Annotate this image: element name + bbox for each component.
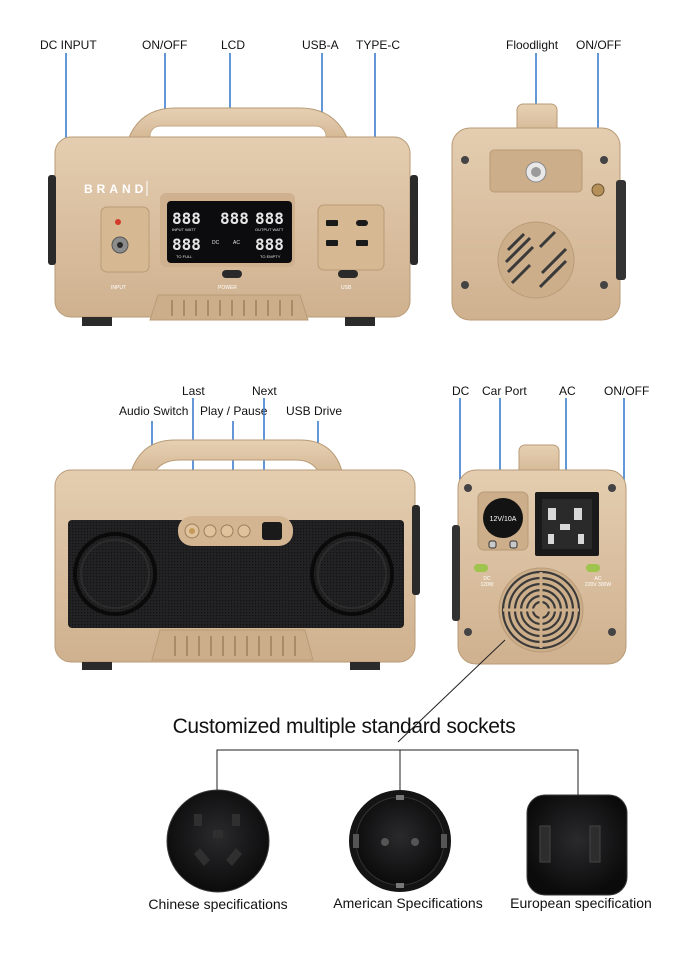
spec-label-european: European specification	[510, 895, 652, 911]
input-label: INPUT	[111, 285, 126, 291]
lcd-ac: AC	[233, 240, 240, 246]
side-view	[451, 103, 626, 321]
socket-european	[526, 794, 628, 896]
lcd-to-full: TO FULL	[176, 254, 193, 259]
callout-on-off-front: ON/OFF	[142, 38, 188, 52]
car-port-rating: 12V/10A	[490, 516, 517, 523]
lcd-empty-digits: 888	[255, 235, 284, 254]
socket-chinese	[166, 789, 270, 893]
lcd-input-watt: INPUT WATT	[172, 227, 196, 232]
ac-rating-1: AC	[595, 576, 602, 582]
spec-label-american: American Specifications	[333, 895, 483, 911]
connector-line	[397, 639, 506, 743]
usb-label: USB	[341, 285, 352, 291]
dc-rating-1: DC	[483, 576, 491, 582]
power-label: POWER	[218, 285, 237, 291]
front-view: BRAND	[48, 107, 418, 326]
callout-type-c: TYPE-C	[356, 38, 401, 52]
socket-bracket	[216, 749, 579, 800]
headline: Customized multiple standard sockets	[172, 715, 516, 738]
lcd-input-digits: 888	[172, 209, 201, 228]
callout-lcd: LCD	[221, 38, 246, 52]
callout-usb-drive: USB Drive	[286, 404, 343, 418]
lcd-output-watt: OUTPUT WATT	[255, 227, 284, 232]
lcd-full-digits: 888	[172, 235, 201, 254]
lcd-dc: DC	[212, 240, 220, 246]
spec-label-chinese: Chinese specifications	[148, 896, 288, 912]
callout-on-off-back: ON/OFF	[604, 384, 650, 398]
lcd-to-empty: TO EMPTY	[260, 254, 281, 259]
back-view: 12V/10A DC 120W AC 220V 300W	[452, 444, 627, 665]
speaker-view	[54, 439, 420, 670]
callout-car-port: Car Port	[482, 384, 527, 398]
callout-play-pause: Play / Pause	[200, 404, 268, 418]
ac-rating-2: 220V 300W	[585, 582, 611, 588]
callout-dc-input: DC INPUT	[40, 38, 97, 52]
callout-on-off-side: ON/OFF	[576, 38, 622, 52]
lcd-output-digits: 888	[255, 209, 284, 228]
callout-last: Last	[182, 384, 205, 398]
lcd-percent-digits: 888	[220, 209, 249, 228]
lcd-screen: 888 888 888 INPUT WATT OUTPUT WATT 888 8…	[172, 209, 284, 259]
callout-dc: DC	[452, 384, 470, 398]
socket-american	[349, 790, 451, 892]
callout-ac: AC	[559, 384, 576, 398]
callout-floodlight: Floodlight	[506, 38, 559, 52]
svg-text:BRAND: BRAND	[84, 182, 147, 196]
callout-next: Next	[252, 384, 277, 398]
callout-usb-a: USB-A	[302, 38, 339, 52]
dc-rating-2: 120W	[480, 582, 493, 588]
callout-audio-switch: Audio Switch	[119, 404, 189, 418]
